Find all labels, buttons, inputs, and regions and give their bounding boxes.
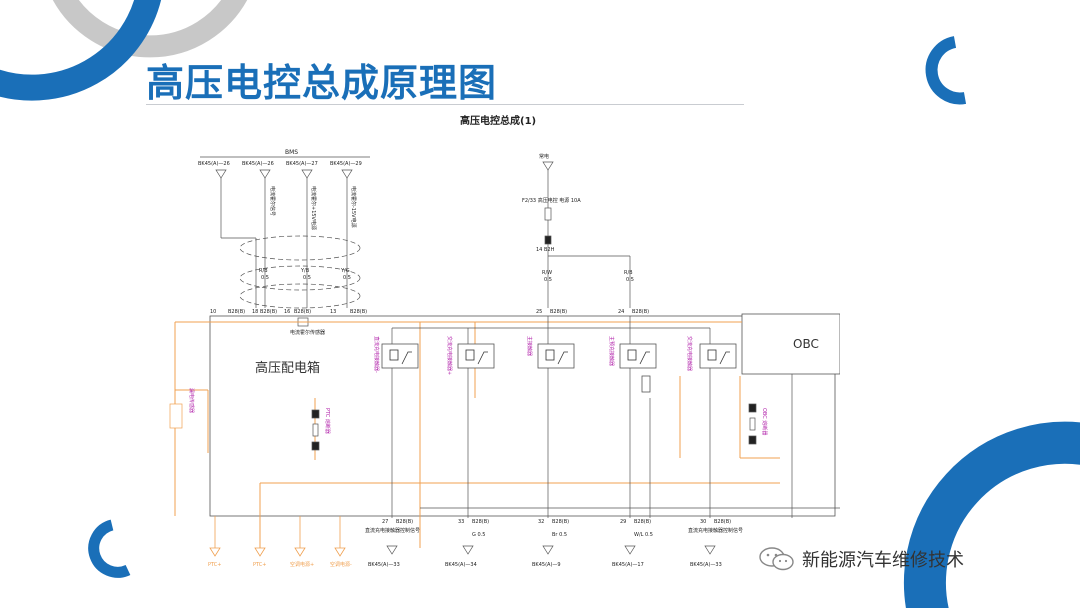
- connector-b2h: 14 B2H: [536, 247, 555, 253]
- bottom-label-1: 直流充电接触器控制信号: [365, 527, 420, 534]
- bms-pin-3: BK45(A)—27: [286, 161, 318, 167]
- conn-left-8: B28(B): [350, 309, 367, 315]
- ptc-fuse-label: PTC 熔断器: [324, 408, 331, 434]
- terminal-2: PTC+: [253, 562, 266, 568]
- wire-size-3: 0.5: [343, 275, 351, 281]
- bottom-bk-3: BK45(A)—9: [532, 562, 561, 568]
- bottom-label-5: 直流充电接触器控制信号: [688, 527, 743, 534]
- conn-left-6: B28(B): [294, 309, 311, 315]
- title-divider: [146, 104, 744, 105]
- relay-label-3: 主接触器: [526, 336, 533, 356]
- bottom-label-3: Br 0.5: [552, 532, 567, 538]
- wire-color-r1: R/W: [542, 270, 552, 276]
- obc-label: OBC: [793, 337, 819, 351]
- bottom-pin-3-conn: B28(B): [552, 519, 569, 525]
- wechat-icon: [759, 547, 794, 571]
- bms-signal-label-2: 电流霍尔+15V电源: [310, 186, 317, 230]
- conn-left-2: B28(B): [228, 309, 245, 315]
- conn-left-4: B28(B): [260, 309, 277, 315]
- conn-right-conn-2: B28(B): [632, 309, 649, 315]
- wire-size-r1: 0.5: [544, 277, 552, 283]
- wire-color-1: R/B: [259, 268, 268, 274]
- conn-left-1: 10: [210, 309, 216, 315]
- bottom-pin-2-conn: B28(B): [472, 519, 489, 525]
- bottom-bk-5: BK45(A)—33: [690, 562, 722, 568]
- wire-size-r2: 0.5: [626, 277, 634, 283]
- bottom-pin-3-num: 32: [538, 519, 544, 525]
- relay-label-1: 直流充电接触器-: [373, 336, 380, 373]
- conn-right-pin-1: 25: [536, 309, 542, 315]
- wire-color-2: Y/B: [300, 268, 310, 274]
- bottom-pin-5-num: 30: [700, 519, 706, 525]
- wiring-diagram: 高压电控总成(1) BMS BK45(A)—26 BK45(A)—26 BK45…: [169, 114, 840, 568]
- relay-label-2: 交流充电接触器+: [446, 336, 453, 375]
- bottom-pin-1-conn: B28(B): [396, 519, 413, 525]
- bms-label: BMS: [285, 149, 298, 156]
- wire-color-r2: R/B: [624, 270, 633, 276]
- wire-color-3: Y/G: [340, 268, 350, 274]
- conn-left-3: 18: [252, 309, 258, 315]
- terminal-1: PTC+: [208, 562, 221, 568]
- fuse-label: F2/33 高压电控 电源 10A: [522, 197, 581, 204]
- bottom-bk-1: BK45(A)—33: [368, 562, 400, 568]
- watermark: 新能源汽车维修技术: [758, 546, 964, 572]
- diagram-heading: 高压电控总成(1): [460, 114, 536, 127]
- bottom-pin-4-conn: B28(B): [634, 519, 651, 525]
- left-sensor-label: 漏电传感器: [188, 388, 195, 413]
- bottom-pin-2-num: 33: [458, 519, 464, 525]
- terminal-4: 空调电源-: [330, 561, 352, 568]
- conn-left-5: 16: [284, 309, 290, 315]
- relay-label-5: 交流充电接触器: [686, 336, 693, 371]
- relay-label-4: 主预充接触器: [608, 336, 615, 366]
- bms-pin-4: BK45(A)—29: [330, 161, 362, 167]
- wire-size-2: 0.5: [303, 275, 311, 281]
- bottom-label-2: G 0.5: [472, 532, 485, 538]
- terminal-3: 空调电源+: [290, 561, 314, 568]
- dc-power-label: 常电: [539, 153, 549, 160]
- obc-fuse-label: OBC 熔断器: [761, 408, 768, 435]
- conn-left-7: 13: [330, 309, 336, 315]
- bottom-bk-4: BK45(A)—17: [612, 562, 644, 568]
- bottom-pin-4-num: 29: [620, 519, 626, 525]
- wire-size-1: 0.5: [261, 275, 269, 281]
- bottom-label-4: W/L 0.5: [634, 532, 653, 538]
- bms-signal-label-3: 电流霍尔-15V电源: [350, 186, 357, 228]
- bottom-pin-1-num: 27: [382, 519, 388, 525]
- watermark-text: 新能源汽车维修技术: [802, 550, 964, 571]
- box-label: 高压配电箱: [255, 360, 320, 376]
- conn-right-pin-2: 24: [618, 309, 624, 315]
- conn-right-conn-1: B28(B): [550, 309, 567, 315]
- bottom-bk-2: BK45(A)—34: [445, 562, 477, 568]
- bms-signal-label-1: 电流霍尔信号: [269, 186, 276, 216]
- bottom-pin-5-conn: B28(B): [714, 519, 731, 525]
- bms-pin-1: BK45(A)—26: [198, 161, 230, 167]
- bms-pin-2: BK45(A)—26: [242, 161, 274, 167]
- slide-title: 高压电控总成原理图: [146, 61, 498, 105]
- hall-sensor-label: 电流霍尔传感器: [290, 329, 325, 336]
